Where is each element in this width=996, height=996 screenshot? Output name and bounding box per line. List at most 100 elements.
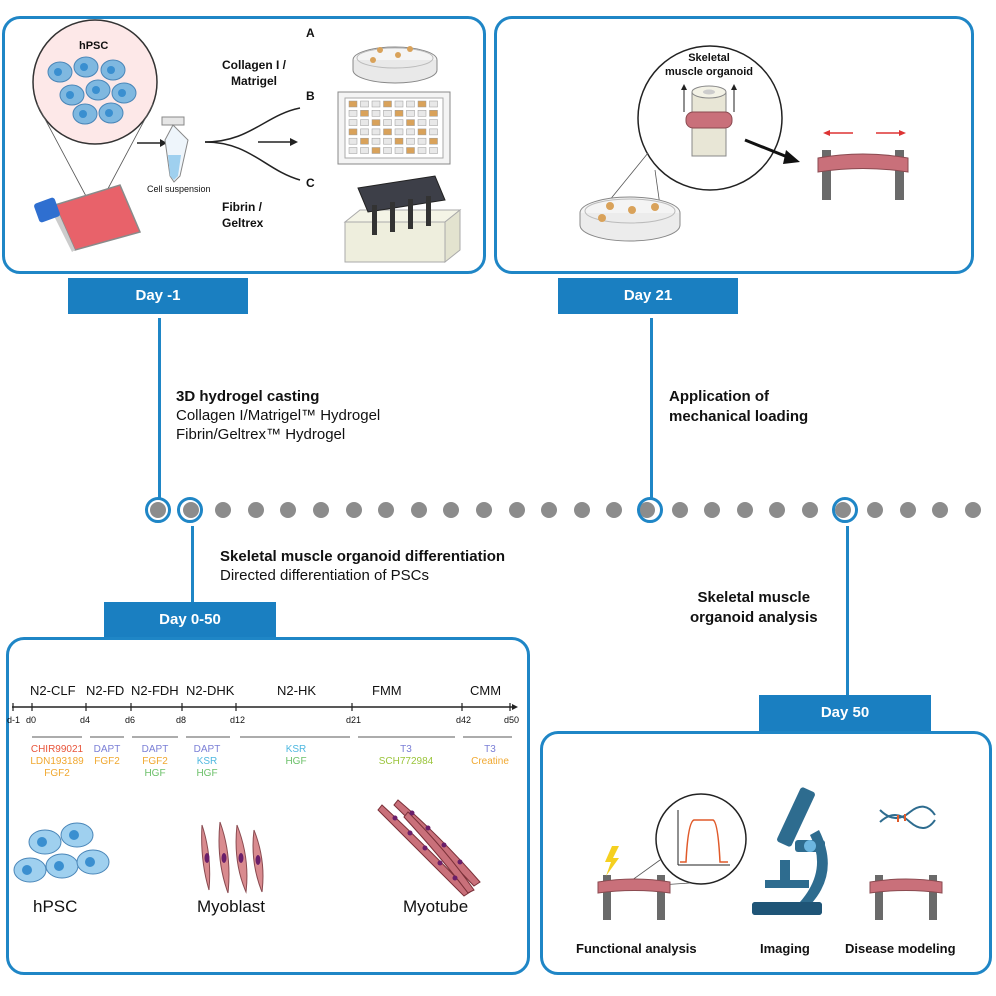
timeline-dot: [704, 502, 721, 518]
plate-well: [371, 110, 381, 117]
analysis-title: Skeletal muscle organoid analysis: [690, 589, 818, 626]
tab-day21: Day 21: [558, 278, 738, 314]
timeline-dot: [541, 502, 558, 518]
factor-label: FGF2: [142, 756, 168, 767]
plate-well: [394, 128, 404, 136]
medium-label: N2-CLF: [30, 683, 76, 698]
timeline-dot: [867, 502, 884, 518]
plate-well: [371, 137, 381, 145]
plate-well: [406, 110, 415, 117]
factor-label: CHIR99021: [30, 744, 84, 755]
plate-well: [406, 100, 415, 108]
day-label: d21: [346, 715, 362, 725]
factor-label: KSR: [196, 756, 218, 767]
factor-label: HGF: [144, 768, 166, 779]
tube-icon: [161, 116, 189, 183]
day-label: d8: [176, 715, 187, 725]
timeline-dot: [313, 502, 329, 518]
day-label: d-1: [7, 715, 21, 725]
factor-label: DAPT: [93, 744, 121, 755]
plate-well: [429, 100, 438, 108]
pillar-platform-icon: [343, 175, 462, 264]
timeline-dot: [932, 502, 949, 518]
factor-label: LDN193189: [30, 756, 84, 767]
plate-well: [360, 128, 369, 136]
plate-well: [406, 137, 415, 145]
tab-day-minus1: Day -1: [68, 278, 248, 314]
plate-well: [360, 110, 369, 117]
casting-line1: Collagen I/Matrigel™ Hydrogel: [176, 407, 381, 424]
panel-differentiation: [6, 637, 530, 975]
microscope-icon: [752, 787, 828, 915]
day-label: d12: [230, 715, 246, 725]
plate-well: [417, 119, 427, 126]
plate-well: [360, 147, 369, 154]
plate-well: [394, 147, 404, 154]
plate-well: [348, 100, 358, 108]
timeline-dot: [476, 502, 492, 518]
timeline-dot: [508, 502, 525, 518]
dna-icon: [879, 805, 936, 829]
factor-label: T3: [400, 744, 412, 755]
plate-well: [394, 137, 404, 145]
timeline-dot: [769, 502, 786, 518]
plate-well: [429, 119, 438, 126]
timeline-marker-day-minus1: [145, 497, 171, 523]
plate-well: [406, 147, 415, 154]
plate-well: [429, 128, 438, 136]
plate-well: [394, 100, 404, 108]
timeline-marker-day0: [177, 497, 203, 523]
connector-day0-50: [191, 526, 194, 604]
plate-well: [417, 110, 427, 117]
plate-well: [360, 119, 369, 126]
timeline-dot: [247, 502, 264, 518]
plate-well: [383, 110, 392, 117]
plate-well: [394, 119, 404, 126]
factor-label: FGF2: [94, 756, 120, 767]
plate-well: [429, 147, 438, 154]
hydrogel-fibrin-label: Fibrin / Geltrex: [222, 200, 264, 230]
differentiation-title: Skeletal muscle organoid differentiation: [220, 548, 506, 565]
organoid-magnified-label: Skeletal muscle organoid: [664, 52, 754, 78]
plate-well: [348, 147, 358, 154]
timeline-dot: [965, 502, 981, 518]
label-disease-modeling: Disease modeling: [845, 941, 956, 956]
plate-well: [371, 147, 381, 154]
timeline-dot: [606, 502, 623, 518]
medium-label: N2-FDH: [131, 683, 179, 698]
day-label: d50: [504, 715, 520, 725]
day-label: d6: [125, 715, 136, 725]
timeline-dot: [573, 502, 590, 518]
plate-well: [383, 147, 392, 154]
format-label-c: C: [306, 176, 315, 190]
tab-day0-50: Day 0-50: [104, 602, 276, 638]
plate-well: [383, 137, 392, 145]
plate-well: [406, 119, 415, 126]
plate-well: [429, 137, 438, 145]
plate-well: [348, 119, 358, 126]
timeline-dot: [280, 502, 297, 518]
day-label: d4: [80, 715, 91, 725]
label-imaging: Imaging: [760, 941, 810, 956]
timeline-dot: [410, 502, 427, 518]
timeline-dot: [378, 502, 395, 518]
plate-well: [383, 100, 392, 108]
plate-well: [417, 100, 427, 108]
day-label: d42: [456, 715, 472, 725]
cell-label-myotube: Myotube: [403, 897, 469, 916]
cell-label-myoblast: Myoblast: [197, 897, 266, 916]
label-functional-analysis: Functional analysis: [576, 941, 697, 956]
plate-well: [371, 128, 381, 136]
timeline-dot: [736, 502, 753, 518]
plate-well: [383, 128, 392, 136]
plate-well: [348, 128, 358, 136]
factor-label: HGF: [285, 756, 307, 767]
medium-label: N2-HK: [277, 683, 317, 698]
tab-day50: Day 50: [759, 695, 931, 731]
timeline-dot: [443, 502, 460, 518]
plate-well: [429, 110, 438, 117]
format-label-b: B: [306, 89, 315, 103]
connector-day50: [846, 526, 849, 696]
